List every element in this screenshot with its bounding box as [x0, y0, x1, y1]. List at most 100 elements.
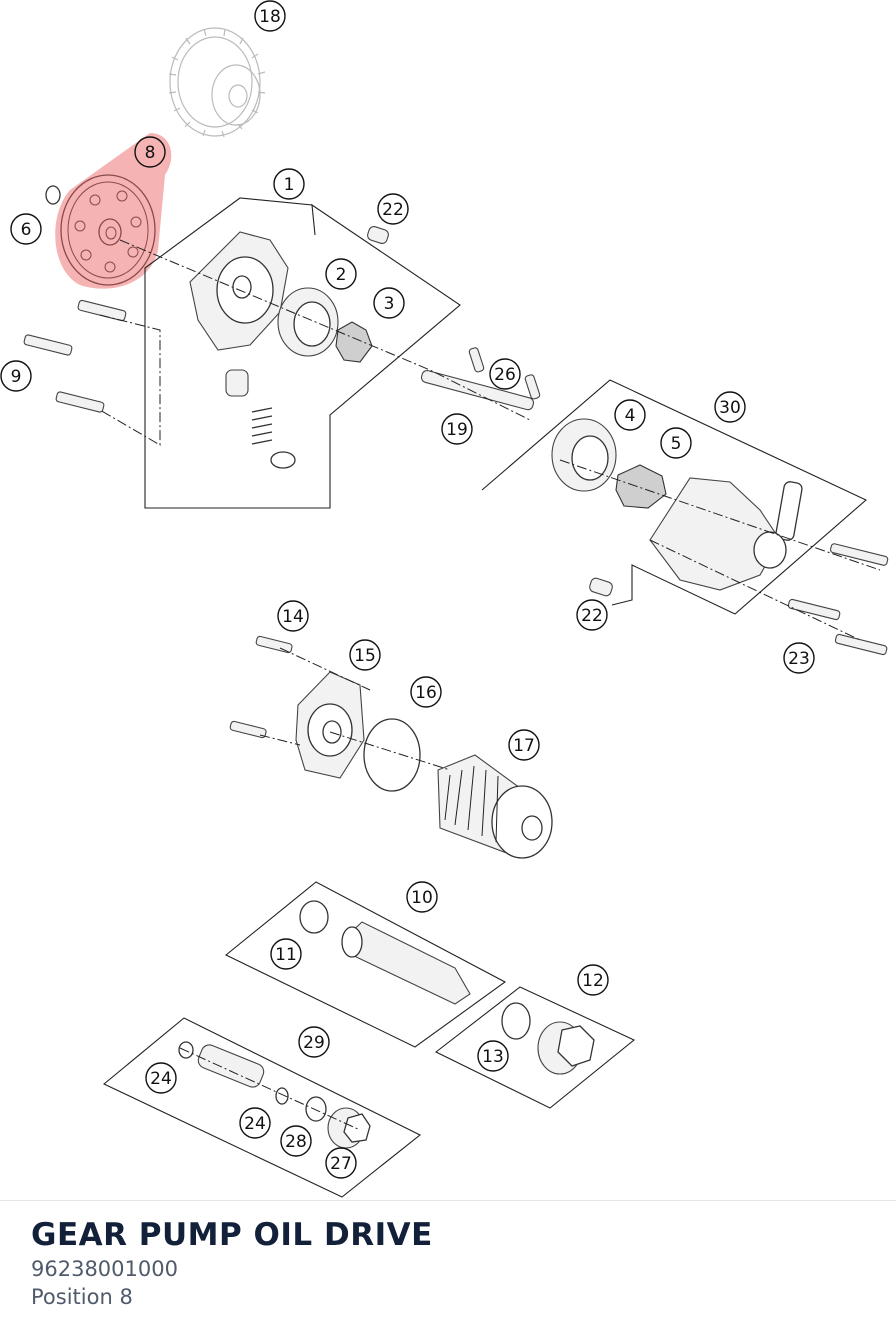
callout-circle: [614, 399, 646, 431]
callout-16[interactable]: 16: [410, 676, 442, 708]
callout-8[interactable]: 8: [134, 136, 166, 168]
callout-number: 29: [303, 1033, 325, 1053]
callout-22[interactable]: 22: [377, 193, 409, 225]
callout-6[interactable]: 6: [10, 213, 42, 245]
callout-circle: [280, 1125, 312, 1157]
callout-number: 19: [446, 420, 468, 440]
callout-24[interactable]: 24: [239, 1107, 271, 1139]
callout-circle: [660, 427, 692, 459]
callout-circle: [508, 729, 540, 761]
callout-24[interactable]: 24: [145, 1062, 177, 1094]
callout-circle: [273, 168, 305, 200]
centre-line-29: [179, 1047, 361, 1131]
callout-circle: [254, 0, 286, 32]
part-27-plug: [327, 1107, 371, 1149]
callout-number: 12: [582, 971, 604, 991]
callout-15[interactable]: 15: [349, 639, 381, 671]
callout-circle: [134, 136, 166, 168]
callout-circle: [377, 193, 409, 225]
callout-number: 5: [671, 434, 682, 454]
callout-number: 22: [382, 200, 404, 220]
part-4-outer-rotor: [551, 418, 617, 492]
part-10-valve-cartridge: [341, 921, 471, 1005]
callout-circle: [410, 676, 442, 708]
relief-valve-spring: [251, 407, 273, 445]
part-24-seal-b: [275, 1087, 289, 1105]
callout-number: 23: [788, 649, 810, 669]
part-28-o-ring: [305, 1096, 327, 1122]
callout-circle: [349, 639, 381, 671]
callout-10[interactable]: 10: [406, 881, 438, 913]
group-12-outline: [434, 986, 636, 1109]
part-22-dowel-top: [367, 226, 389, 244]
callout-circle: [577, 964, 609, 996]
callout-circle: [406, 881, 438, 913]
callout-circle: [239, 1107, 271, 1139]
callout-12[interactable]: 12: [577, 964, 609, 996]
callout-circle: [576, 599, 608, 631]
callout-number: 26: [494, 365, 516, 385]
group-30-outline: [481, 379, 867, 615]
callout-18[interactable]: 18: [254, 0, 286, 32]
callout-28[interactable]: 28: [280, 1125, 312, 1157]
callout-26[interactable]: 26: [489, 358, 521, 390]
callout-9[interactable]: 9: [0, 360, 32, 392]
part-3-inner-rotor: [335, 321, 373, 363]
callout-14[interactable]: 14: [277, 600, 309, 632]
callout-number: 2: [336, 265, 347, 285]
centre-line-bolts: [99, 314, 161, 446]
part-16-o-ring: [363, 718, 421, 792]
callout-circle: [373, 287, 405, 319]
part-info-footer: GEAR PUMP OIL DRIVE 96238001000 Position…: [0, 1200, 896, 1335]
callout-circle: [477, 1040, 509, 1072]
part-1-pump-housing: [189, 231, 289, 351]
part-13-o-ring: [501, 1002, 531, 1040]
callout-1[interactable]: 1: [273, 168, 305, 200]
callout-number: 27: [330, 1154, 352, 1174]
callout-circle: [0, 360, 32, 392]
centre-line-filter: [259, 647, 451, 771]
callout-23[interactable]: 23: [783, 642, 815, 674]
callout-circle: [298, 1026, 330, 1058]
callout-circle: [325, 258, 357, 290]
callout-30[interactable]: 30: [714, 391, 746, 423]
callout-number: 1: [284, 175, 295, 195]
callout-circle: [714, 391, 746, 423]
callout-27[interactable]: 27: [325, 1147, 357, 1179]
callout-11[interactable]: 11: [270, 938, 302, 970]
callout-2[interactable]: 2: [325, 258, 357, 290]
part-23-bolts: [787, 543, 889, 656]
group-29-outline: [102, 1017, 422, 1198]
callout-4[interactable]: 4: [614, 399, 646, 431]
callout-number: 4: [625, 406, 636, 426]
callout-number: 28: [285, 1132, 307, 1152]
callout-5[interactable]: 5: [660, 427, 692, 459]
callout-circle: [441, 413, 473, 445]
callout-number: 9: [11, 367, 22, 387]
group-10-outline: [224, 881, 507, 1048]
part-30-pump-housing: [649, 477, 803, 591]
callout-number: 10: [411, 888, 433, 908]
callout-17[interactable]: 17: [508, 729, 540, 761]
callout-number: 22: [581, 606, 603, 626]
callout-number: 18: [259, 7, 281, 27]
callout-29[interactable]: 29: [298, 1026, 330, 1058]
callout-13[interactable]: 13: [477, 1040, 509, 1072]
callout-circle: [325, 1147, 357, 1179]
callout-number: 13: [482, 1047, 504, 1067]
callout-number: 15: [354, 646, 376, 666]
callout-number: 14: [282, 607, 304, 627]
callout-22[interactable]: 22: [576, 599, 608, 631]
callout-number: 30: [719, 398, 741, 418]
group-1-outline: [144, 197, 461, 509]
assembly-title: GEAR PUMP OIL DRIVE: [31, 1217, 433, 1253]
callout-19[interactable]: 19: [441, 413, 473, 445]
callout-number: 6: [21, 220, 32, 240]
callout-3[interactable]: 3: [373, 287, 405, 319]
callout-number: 3: [384, 294, 395, 314]
callout-number: 11: [275, 945, 297, 965]
part-26-pin-b: [524, 374, 541, 400]
part-6-circlip: [45, 185, 61, 205]
